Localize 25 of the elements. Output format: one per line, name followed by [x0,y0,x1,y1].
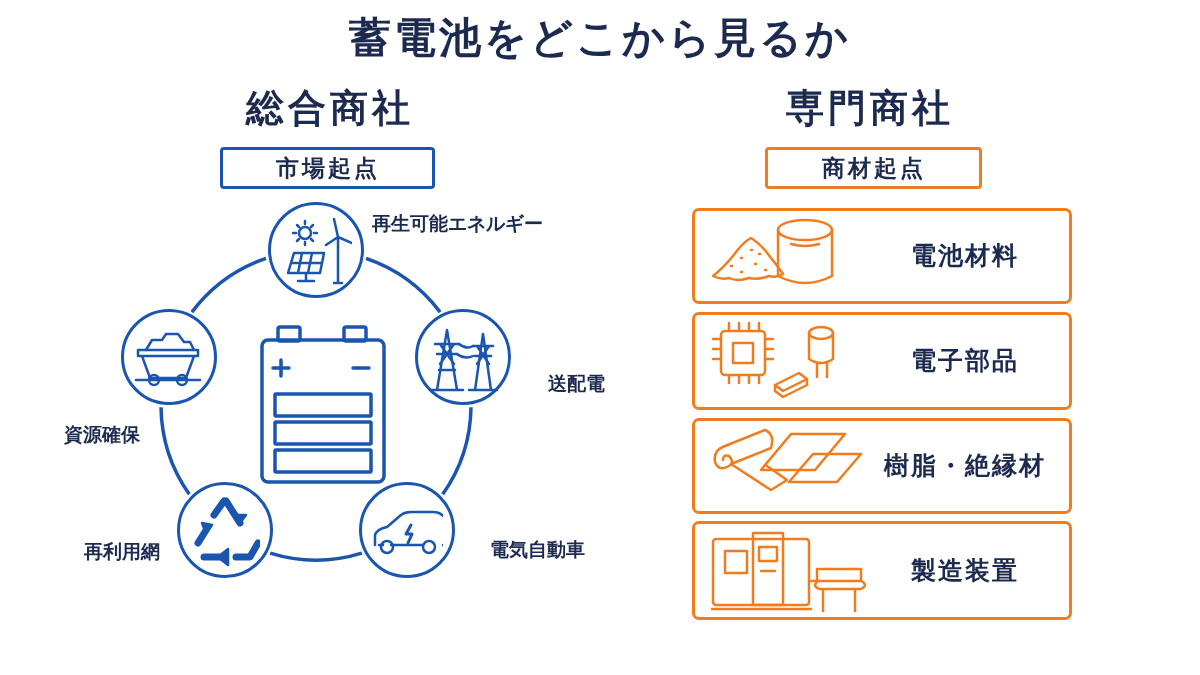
ring-connector [159,407,191,496]
heading: 専門商社 [785,85,955,132]
product-box [692,418,1072,514]
tag-box [220,147,435,189]
circle-label: 電気自動車 [490,538,586,562]
product-label: 製造装置 [910,554,1020,586]
circle-label: 再利用網 [83,540,160,564]
ring-connector [190,256,267,314]
product-box [692,208,1072,304]
tag-label: 市場起点 [274,154,381,183]
circle-label: 資源確保 [63,423,140,447]
ring-connector [441,407,473,496]
product-label: 電子部品 [910,345,1020,377]
tag-box [765,147,982,189]
ring-connector [269,551,363,562]
tag-label: 商材起点 [820,154,927,183]
product-label: 樹脂・絶縁材 [882,450,1047,482]
circle-label: 再生可能エネルギー [372,212,543,236]
circle-label: 送配電 [548,372,606,396]
title: 蓄電池をどこから見るか [348,12,852,64]
ring-connector [365,256,442,314]
product-label: 電池材料 [910,240,1020,272]
heading: 総合商社 [244,85,415,132]
product-box [692,521,1072,620]
product-box [692,312,1072,410]
